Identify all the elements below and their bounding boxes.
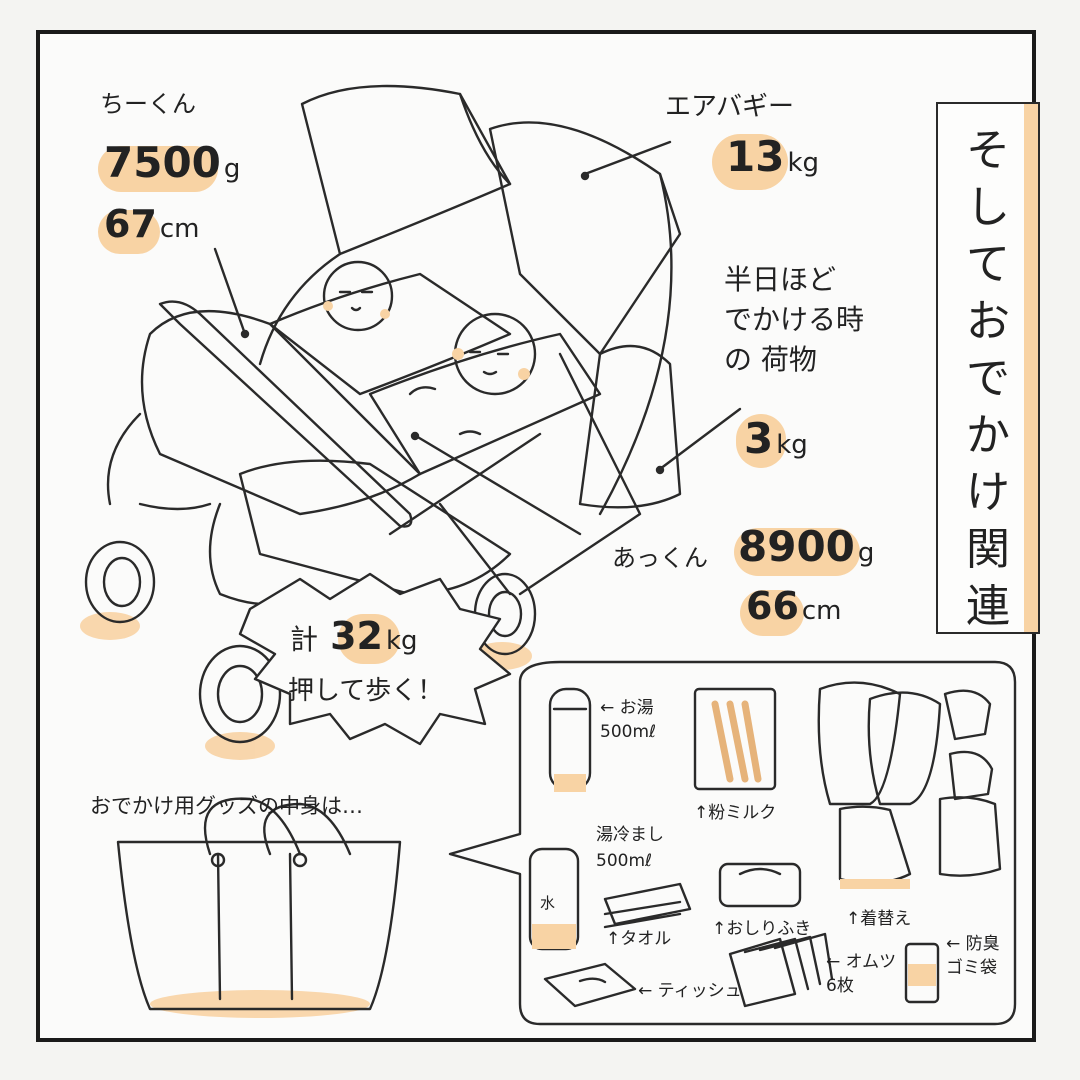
chi-height-value: 67 (104, 202, 157, 246)
bag-caption: おでかけ用グッズの中身は… (90, 794, 363, 818)
title-char: け (966, 467, 1010, 518)
vertical-title: そ し て お で か け 関 連 (938, 122, 1038, 635)
akkun-weight-unit: g (857, 538, 875, 568)
bottle-label: 水 (540, 894, 556, 912)
title-char: 連 (966, 581, 1010, 632)
luggage-weight-highlight (736, 414, 786, 468)
luggage-line-1: 半日ほど (724, 263, 837, 296)
akkun-height-highlight (740, 590, 804, 636)
diaper-label: ← オムツ 6枚 (826, 950, 896, 998)
akkun-name: あっくん (612, 544, 708, 572)
hanging-bag (578, 344, 682, 509)
diaper-line-2: 6枚 (826, 976, 854, 996)
chi-name: ちーくん (100, 90, 196, 118)
towel-label: ↑タオル (606, 929, 672, 949)
stroller-body (140, 309, 422, 516)
cool-water-line-2: 500mℓ (596, 851, 653, 871)
title-char: で (966, 353, 1010, 404)
diaper-line-1: ← オムツ (826, 952, 897, 972)
hot-water-line-1: ← お湯 (600, 698, 654, 718)
stroller-illustration (80, 84, 1017, 1026)
title-char: て (966, 239, 1010, 290)
total-value: 32 (330, 614, 383, 658)
title-char: し (966, 182, 1010, 233)
cool-water-label: 湯冷まし 500mℓ (596, 822, 664, 874)
chi-weight-value: 7500 (104, 138, 221, 187)
clothes-label: ↑着替え (846, 909, 912, 929)
luggage-weight-value: 3 (744, 414, 774, 463)
title-char: そ (966, 125, 1010, 176)
chi-height-unit: cm (159, 214, 200, 244)
odor-bag-line-2: ゴミ袋 (946, 958, 997, 978)
cool-water-line-1: 湯冷まし (596, 825, 664, 845)
wipes-label: ↑おしりふき (712, 919, 812, 939)
chi-weight-highlight (98, 146, 218, 192)
inventory-bubble (448, 660, 1017, 1026)
right-canopy (488, 121, 682, 356)
vertical-title-box: そ し て お で か け 関 連 (936, 102, 1040, 634)
item-drawings (528, 681, 1002, 1008)
milk-label: ↑粉ミルク (694, 803, 777, 823)
title-char: お (966, 296, 1010, 347)
hot-water-label: ← お湯 500mℓ (600, 696, 656, 744)
total-prefix: 計 (290, 623, 319, 656)
luggage-line-2: でかける時 (724, 303, 865, 336)
akkun-height-unit: cm (801, 596, 842, 626)
baby-chi (322, 260, 394, 332)
buggy-weight-value: 13 (726, 132, 785, 181)
hot-water-line-2: 500mℓ (600, 722, 657, 742)
total-line-2: 押して歩く！ (288, 676, 444, 706)
akkun-weight-highlight (734, 528, 860, 576)
chi-height-highlight (98, 210, 160, 254)
baby-akkun (408, 312, 537, 436)
buggy-weight-highlight (712, 134, 788, 190)
akkun-weight-value: 8900 (738, 522, 855, 571)
total-highlight (338, 614, 400, 664)
tissue-label: ← ティッシュ (638, 981, 742, 1001)
title-accent-stripe (1024, 104, 1038, 632)
title-char: 関 (966, 524, 1010, 575)
odor-bag-line-1: ← 防臭 (946, 934, 1000, 954)
title-char: か (966, 410, 1010, 461)
luggage-weight-unit: kg (776, 430, 808, 460)
luggage-line-3: の 荷物 (724, 343, 817, 376)
tote-bag (116, 840, 402, 1011)
luggage-label: 半日ほど でかける時 の 荷物 (724, 260, 864, 380)
buggy-weight-unit: kg (787, 148, 820, 178)
wheels (84, 540, 537, 744)
total-unit: kg (386, 626, 418, 656)
chi-weight-unit: g (223, 154, 241, 184)
akkun-height-value: 66 (746, 584, 799, 628)
buggy-name: エアバギー (665, 92, 794, 122)
odor-bag-label: ← 防臭 ゴミ袋 (946, 932, 1000, 980)
left-canopy (300, 84, 512, 256)
